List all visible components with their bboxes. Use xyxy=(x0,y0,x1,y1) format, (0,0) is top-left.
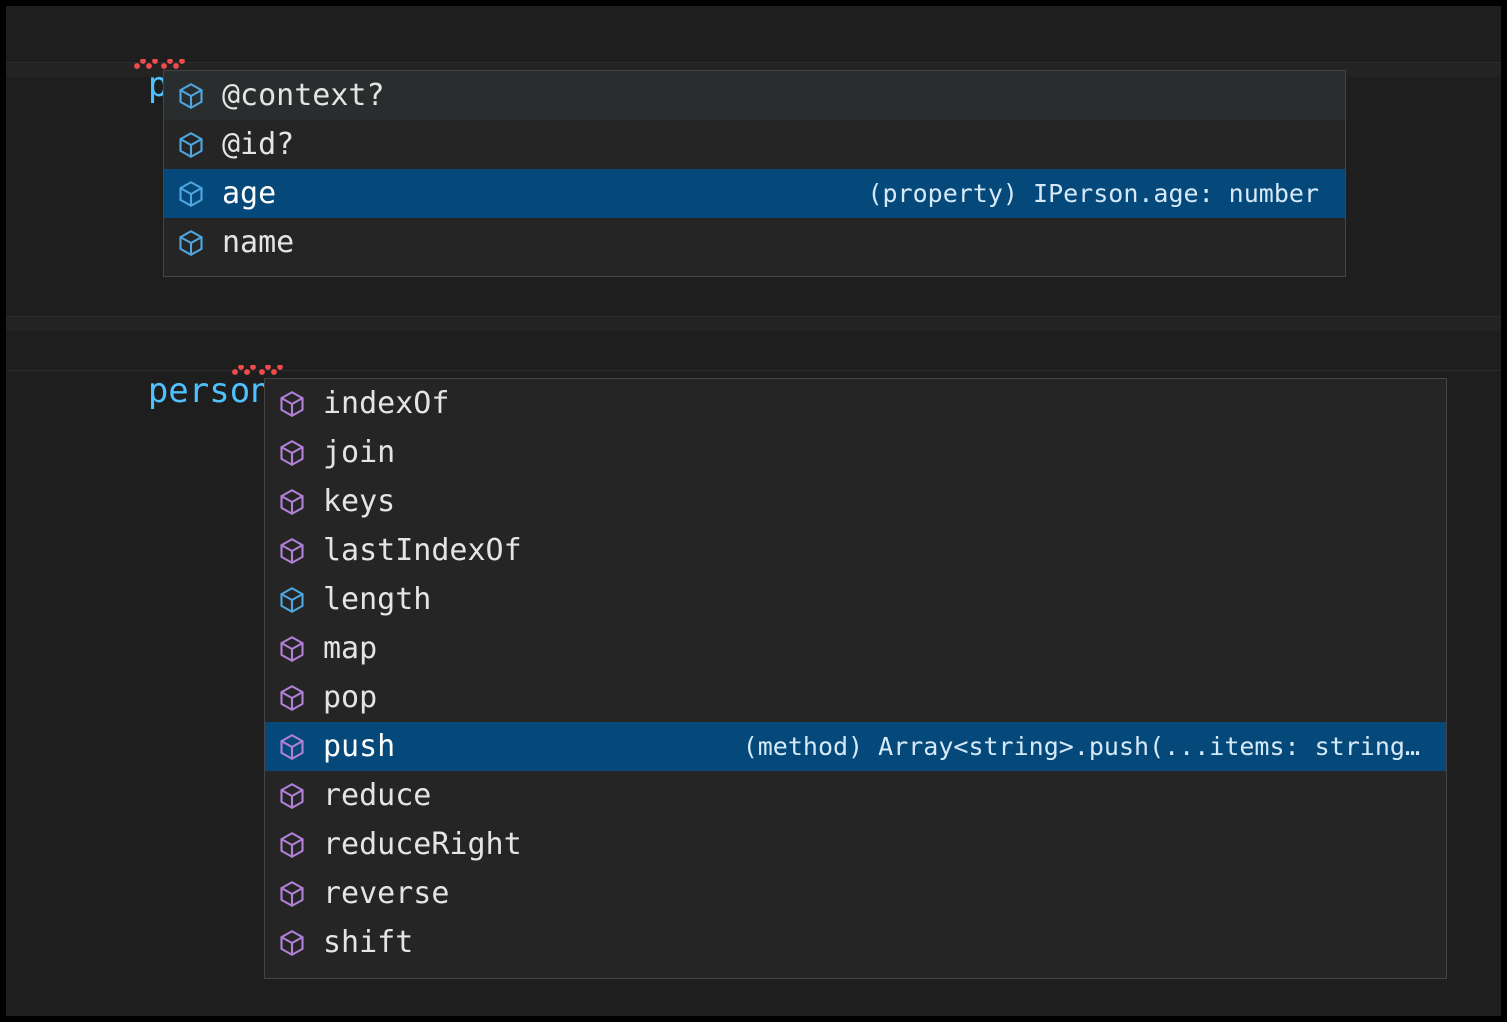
method-cube-icon xyxy=(275,485,309,519)
method-cube-icon xyxy=(275,877,309,911)
suggest-item-label: name xyxy=(222,224,295,260)
method-cube-icon xyxy=(275,632,309,666)
property-cube-icon xyxy=(174,79,208,113)
method-cube-icon xyxy=(275,681,309,715)
method-cube-icon xyxy=(275,534,309,568)
suggest-item-reduce[interactable]: reduce xyxy=(265,771,1446,820)
property-cube-icon xyxy=(174,177,208,211)
error-squiggle xyxy=(232,365,256,375)
suggest-item-detail: (property) IPerson.age: number xyxy=(867,178,1319,208)
suggest-item-detail: (method) Array<string>.push(...items: st… xyxy=(742,731,1420,761)
suggest-item-label: length xyxy=(323,581,432,617)
suggest-item-reduceright[interactable]: reduceRight xyxy=(265,820,1446,869)
suggest-item-map[interactable]: map xyxy=(265,624,1446,673)
suggest-item-label: age xyxy=(222,175,277,211)
code-token-identifier: person xyxy=(147,371,271,411)
method-cube-icon xyxy=(275,926,309,960)
suggest-item-label: @context? xyxy=(222,77,385,113)
suggest-item-label: lastIndexOf xyxy=(323,532,522,568)
suggest-item-id[interactable]: @id? xyxy=(164,120,1345,169)
method-cube-icon xyxy=(275,828,309,862)
suggest-item-label: reverse xyxy=(323,875,450,911)
editor-band xyxy=(6,317,1501,331)
suggest-item-label: map xyxy=(323,630,378,666)
editor-rule xyxy=(6,370,1501,371)
suggest-list[interactable]: @context? @id? age (property) IPerson.age: … xyxy=(164,71,1345,267)
suggest-item-push[interactable]: push (method) Array<string>.push(...items… xyxy=(265,722,1446,771)
suggest-item-age[interactable]: age (property) IPerson.age: number xyxy=(164,169,1345,218)
method-cube-icon xyxy=(275,387,309,421)
error-squiggle xyxy=(134,59,158,69)
suggest-widget-person[interactable]: @context? @id? age (property) IPerson.age: … xyxy=(163,70,1346,277)
suggest-item-label: reduce xyxy=(323,777,432,813)
property-cube-icon xyxy=(174,128,208,162)
suggest-item-pop[interactable]: pop xyxy=(265,673,1446,722)
suggest-item-label: push xyxy=(323,728,396,764)
error-squiggle xyxy=(161,59,185,69)
method-cube-icon xyxy=(275,779,309,813)
property-cube-icon xyxy=(174,226,208,260)
editor-rule xyxy=(6,62,1501,63)
suggest-item-lastindexof[interactable]: lastIndexOf xyxy=(265,526,1446,575)
suggest-item-label: pop xyxy=(323,679,378,715)
suggest-item-keys[interactable]: keys xyxy=(265,477,1446,526)
suggest-item-shift[interactable]: shift xyxy=(265,918,1446,967)
suggest-item-label: keys xyxy=(323,483,396,519)
code-editor-surface[interactable]: person.; person.name.; @context?@id?age(… xyxy=(6,6,1501,1016)
suggest-item-label: join xyxy=(323,434,396,470)
method-cube-icon xyxy=(275,436,309,470)
suggest-widget-person-name[interactable]: indexOf join keys lastIndexOf length map pop pu… xyxy=(264,378,1447,979)
suggest-item-indexof[interactable]: indexOf xyxy=(265,379,1446,428)
suggest-item-context[interactable]: @context? xyxy=(164,71,1345,120)
property-cube-icon xyxy=(275,583,309,617)
suggest-item-name[interactable]: name xyxy=(164,218,1345,267)
suggest-item-join[interactable]: join xyxy=(265,428,1446,477)
suggest-item-label: indexOf xyxy=(323,385,450,421)
suggest-item-label: reduceRight xyxy=(323,826,522,862)
suggest-item-length[interactable]: length xyxy=(265,575,1446,624)
suggest-list[interactable]: indexOf join keys lastIndexOf length map pop pu… xyxy=(265,379,1446,967)
suggest-item-label: @id? xyxy=(222,126,295,162)
editor-rule xyxy=(6,316,1501,317)
suggest-item-reverse[interactable]: reverse xyxy=(265,869,1446,918)
method-cube-icon xyxy=(275,730,309,764)
suggest-item-label: shift xyxy=(323,924,414,960)
error-squiggle xyxy=(259,365,283,375)
